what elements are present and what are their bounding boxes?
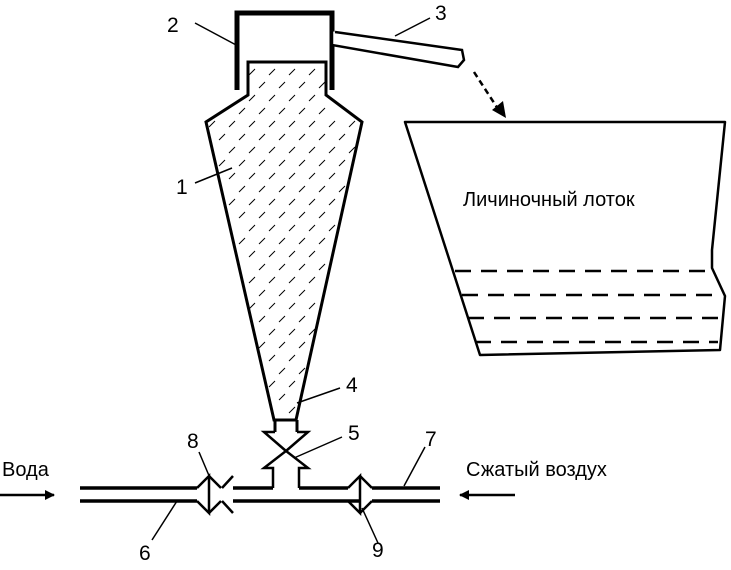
part-number-cone: 1 [176, 176, 188, 199]
part-number-cap: 2 [167, 14, 179, 37]
part-number-pipe-left: 6 [139, 542, 151, 565]
larva-tray: Личиночный лоток [405, 122, 725, 355]
neck-tube [275, 420, 297, 432]
vertical-valve [264, 432, 308, 488]
part-number-neck: 4 [346, 374, 358, 397]
part-number-vertical-valve: 5 [348, 422, 360, 445]
tray-label: Личиночный лоток [463, 189, 635, 211]
flow-arrowhead [492, 101, 506, 118]
part-number-spout: 3 [435, 2, 447, 25]
horizontal-pipe [80, 476, 440, 513]
part-number-valve-right: 9 [372, 539, 384, 562]
cone-body [206, 62, 362, 420]
air-label: Сжатый воздух [466, 459, 607, 481]
flow-arrow [474, 72, 500, 112]
part-number-pipe-right: 7 [425, 428, 437, 451]
part-number-valve-left: 8 [187, 430, 199, 453]
water-label: Вода [2, 459, 50, 481]
outlet-spout [332, 31, 464, 67]
